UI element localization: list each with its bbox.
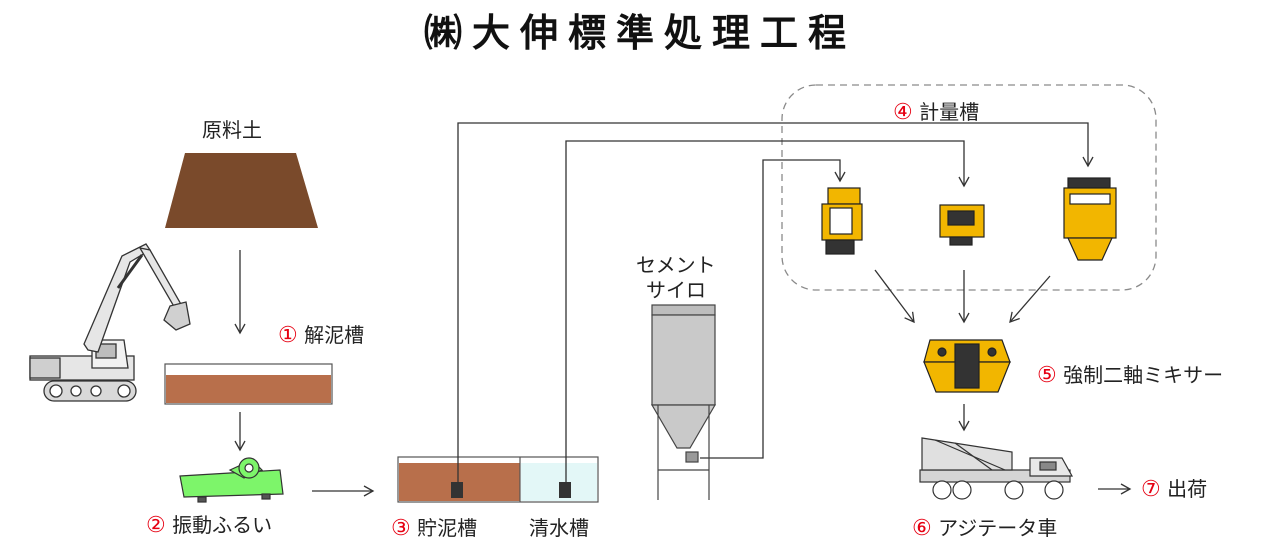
step6-name: アジテータ車 [938,516,1058,540]
step3-number: ③ [391,516,411,541]
step3-label: ③ 貯泥槽 [391,512,477,541]
clear-water-label: 清水槽 [529,516,589,540]
arrow-weigher3-to-mixer [1009,275,1051,324]
step4-number: ④ [893,100,913,125]
step7-label: ⑦ 出荷 [1141,473,1207,502]
weighing-tank-water-icon [939,204,985,246]
step1-number: ① [278,323,298,348]
pipe-cement-to-weigher [700,159,846,459]
step3-name: 貯泥槽 [417,516,478,540]
pipe-water-to-weigher [565,140,970,484]
step7-number: ⑦ [1141,477,1161,502]
mud-pump-icon [451,482,463,498]
cement-silo-label-line1: セメント [636,253,716,277]
mud-dissolving-tank [164,363,333,405]
twin-shaft-mixer-icon [923,339,1011,393]
step4-label: ④ 計量槽 [893,96,979,125]
step4-name: 計量槽 [919,100,980,124]
storage-tanks [397,456,599,503]
vibrating-sieve-icon [179,457,284,503]
weighing-group-box [781,84,1157,291]
step1-name: 解泥槽 [304,323,365,347]
water-pump-icon [559,482,571,498]
step6-number: ⑥ [912,516,932,541]
arrow-weigher1-to-mixer [874,269,915,324]
step5-name: 強制二軸ミキサー [1063,363,1224,387]
weighing-tank-cement-icon [821,187,863,255]
step2-label: ② 振動ふるい [146,509,272,538]
cement-silo-label-line2: サイロ [646,278,706,302]
step6-label: ⑥ アジテータ車 [912,512,1057,541]
agitator-truck-icon [919,437,1074,500]
page-title: ㈱大伸標準処理工程 [423,11,856,55]
weighing-tank-mud-icon [1063,177,1117,261]
step2-name: 振動ふるい [172,513,273,537]
step1-label: ① 解泥槽 [278,319,364,348]
step2-number: ② [146,513,166,538]
step7-name: 出荷 [1167,477,1208,501]
raw-soil-pile [165,153,318,228]
pipe-mud-to-weigher [457,122,1094,484]
step5-label: ⑤ 強制二軸ミキサー [1037,359,1223,388]
step5-number: ⑤ [1037,363,1057,388]
excavator-icon [29,243,191,402]
raw-soil-label: 原料土 [202,118,262,142]
cement-silo-icon [650,304,717,500]
